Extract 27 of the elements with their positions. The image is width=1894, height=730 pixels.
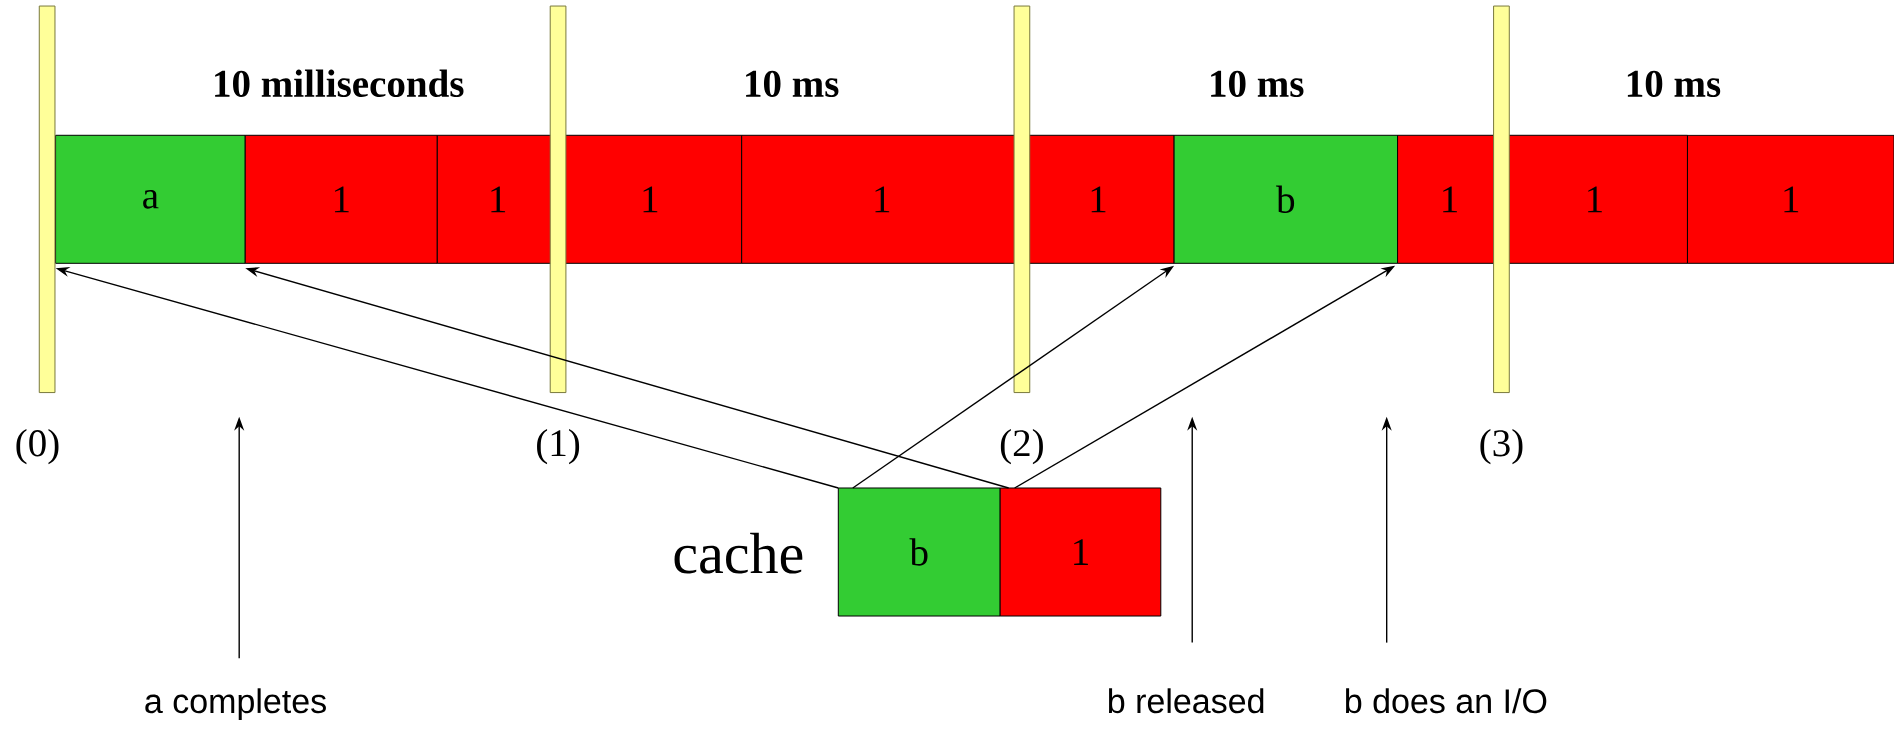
timeline-cell: a — [55, 134, 246, 264]
timeline-cell: b — [1173, 134, 1399, 264]
time-marker-bar — [38, 5, 56, 394]
time-marker-bar — [549, 5, 567, 394]
duration-label: 10 ms — [746, 70, 839, 97]
event-label: b released — [1109, 688, 1264, 714]
timeline-cell: 1 — [1686, 134, 1894, 264]
time-marker-bar — [1493, 5, 1510, 394]
duration-label: 10 ms — [1627, 70, 1721, 97]
cache-slot: 1 — [999, 487, 1162, 617]
timeline-cell: 1 — [557, 134, 743, 264]
time-marker-label: (2) — [1000, 429, 1043, 465]
timeline-cell: 1 — [244, 134, 438, 264]
time-marker-label: (3) — [1480, 429, 1523, 465]
duration-label: 10 ms — [1211, 70, 1304, 97]
time-marker-label: (0) — [16, 429, 59, 465]
time-marker-label: (1) — [537, 429, 580, 465]
timeline-cell: 1 — [1021, 134, 1175, 264]
timeline-cell: 1 — [436, 134, 559, 264]
duration-label: 10 milliseconds — [215, 69, 464, 97]
timeline-cell: 1 — [1500, 134, 1688, 264]
cache-label: cache — [674, 532, 803, 574]
event-label: a completes — [145, 688, 326, 720]
timeline-cell: 1 — [1397, 134, 1502, 264]
cache-slot: b — [837, 487, 1001, 617]
event-label: b does an I/O — [1346, 688, 1547, 714]
timeline-cell: 1 — [741, 134, 1023, 264]
